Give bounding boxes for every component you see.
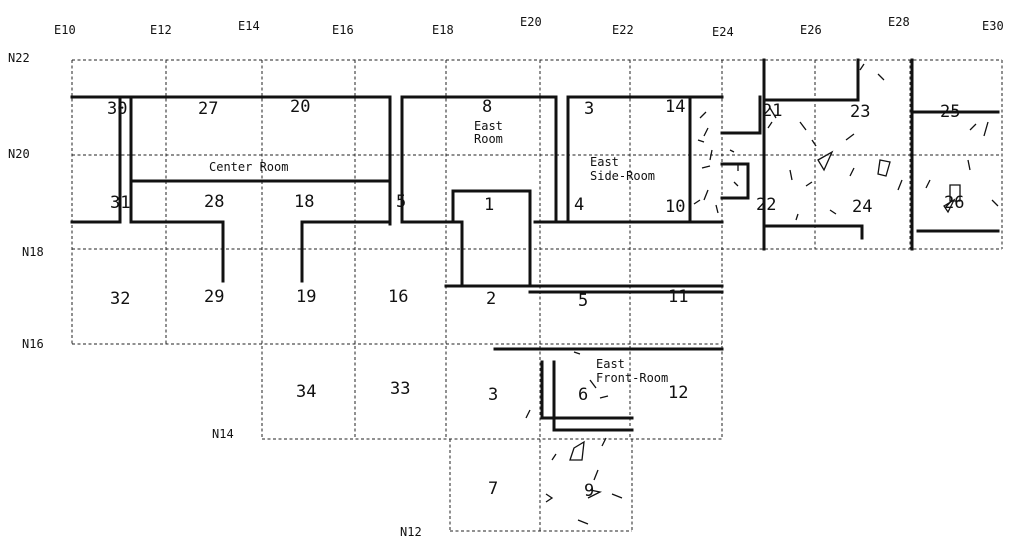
wall-unit22-south — [762, 224, 864, 240]
axis-e12: E12 — [150, 23, 172, 37]
wall-e24-north-step — [720, 95, 762, 135]
unit-33: 33 — [390, 379, 410, 399]
center-room-label: Center Room — [209, 160, 288, 174]
room-labels: Center Room East Room East Side-Room Eas… — [209, 119, 668, 385]
unit-31: 31 — [110, 193, 130, 213]
grid-lines — [71, 59, 1003, 532]
axis-e14: E14 — [238, 19, 260, 33]
north-axis-labels: N22 N20 N18 N16 N14 N12 — [8, 51, 422, 539]
unit-8: 8 — [482, 97, 492, 117]
axis-e30: E30 — [982, 19, 1004, 33]
unit-20: 20 — [290, 97, 310, 117]
east-room-label-line2: Room — [474, 132, 503, 146]
unit-6: 6 — [578, 385, 588, 405]
debris-marks — [525, 63, 999, 525]
unit-18: 18 — [294, 192, 314, 212]
axis-e24: E24 — [712, 25, 734, 39]
walls — [70, 58, 1000, 432]
unit-28: 28 — [204, 192, 224, 212]
unit-22: 22 — [756, 195, 776, 215]
unit-10: 10 — [665, 197, 685, 217]
east-axis-labels: E10 E12 E14 E16 E18 E20 E22 E24 E26 E28 … — [54, 15, 1004, 39]
unit-19: 19 — [296, 287, 316, 307]
wall-unit21-north — [762, 58, 860, 102]
east-side-room-label-line1: East — [590, 155, 619, 169]
unit-5-north: 5 — [396, 192, 406, 212]
wall-unit19 — [300, 220, 392, 283]
unit-2: 2 — [486, 289, 496, 309]
debris-front-room — [525, 351, 609, 419]
unit-7: 7 — [488, 479, 498, 499]
axis-n16: N16 — [22, 337, 44, 351]
axis-e16: E16 — [332, 23, 354, 37]
axis-e10: E10 — [54, 23, 76, 37]
east-front-room-label-line2: Front-Room — [596, 371, 668, 385]
unit-23: 23 — [850, 102, 870, 122]
wall-front-room-inner — [540, 360, 634, 420]
axis-n12: N12 — [400, 525, 422, 539]
unit-3-south: 3 — [488, 385, 498, 405]
unit-16: 16 — [388, 287, 408, 307]
wall-e24-south-step — [720, 162, 750, 200]
unit-34: 34 — [296, 382, 316, 402]
unit-numbers: 30 27 20 8 3 14 21 23 25 31 28 18 5 1 4 … — [107, 97, 964, 501]
east-front-room-label-line1: East — [596, 357, 625, 371]
debris-e24-gap — [729, 149, 739, 187]
debris-unit14 — [693, 111, 719, 214]
axis-e22: E22 — [612, 23, 634, 37]
debris-units21-24 — [767, 63, 903, 221]
unit-12: 12 — [668, 383, 688, 403]
axis-e20: E20 — [520, 15, 542, 29]
wall-unit29 — [129, 220, 225, 283]
unit-24: 24 — [852, 197, 872, 217]
axis-n22: N22 — [8, 51, 30, 65]
unit-1: 1 — [484, 195, 494, 215]
unit-3-north: 3 — [584, 99, 594, 119]
axis-e28: E28 — [888, 15, 910, 29]
wall-unit1 — [451, 189, 532, 288]
axis-e18: E18 — [432, 23, 454, 37]
unit-14: 14 — [665, 97, 685, 117]
unit-5-south: 5 — [578, 291, 588, 311]
unit-11: 11 — [668, 287, 688, 307]
axis-n20: N20 — [8, 147, 30, 161]
unit-27: 27 — [198, 99, 218, 119]
axis-n18: N18 — [22, 245, 44, 259]
axis-e26: E26 — [800, 23, 822, 37]
east-room-label-line1: East — [474, 119, 503, 133]
wall-e17 — [400, 95, 464, 288]
unit-4: 4 — [574, 195, 584, 215]
unit-29: 29 — [204, 287, 224, 307]
unit-21: 21 — [762, 101, 782, 121]
unit-25: 25 — [940, 102, 960, 122]
debris-units25-26 — [925, 121, 999, 214]
east-side-room-label-line2: Side-Room — [590, 169, 655, 183]
unit-9: 9 — [584, 481, 594, 501]
axis-n14: N14 — [212, 427, 234, 441]
unit-30: 30 — [107, 99, 127, 119]
wall-front-room-outer — [552, 360, 634, 432]
debris-unit9 — [545, 437, 623, 525]
unit-26: 26 — [944, 193, 964, 213]
unit-32: 32 — [110, 289, 130, 309]
